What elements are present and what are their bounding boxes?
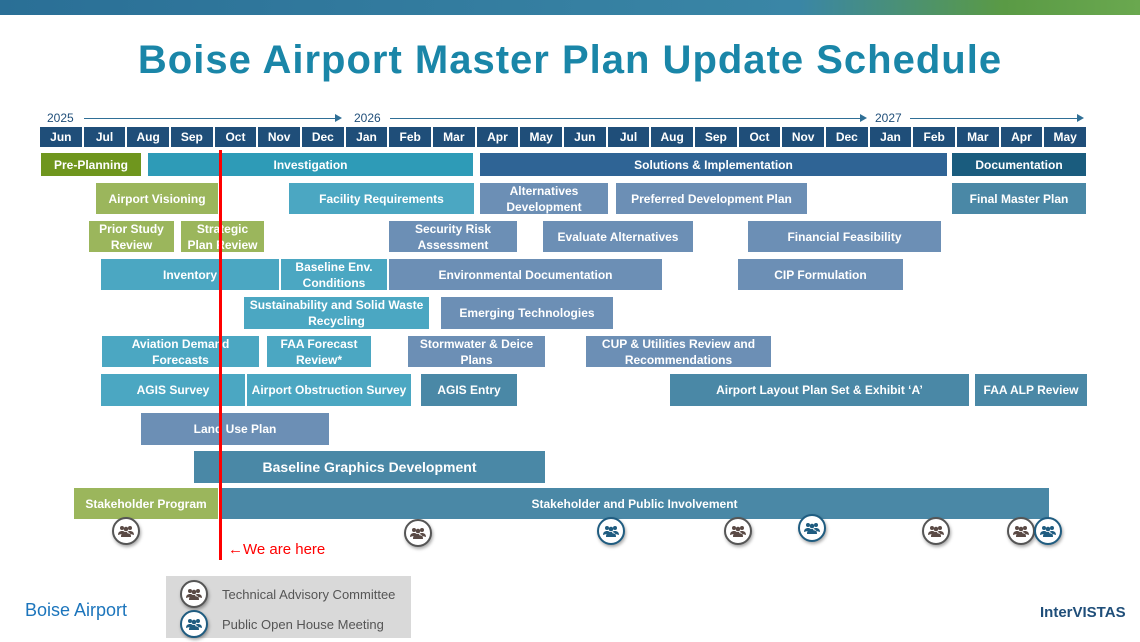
month-header: May xyxy=(1044,127,1088,147)
legend: Technical Advisory Committee Public Open… xyxy=(166,576,411,638)
legend-tac: Technical Advisory Committee xyxy=(222,586,396,602)
timeline-arrow xyxy=(390,114,867,122)
month-header: Aug xyxy=(127,127,171,147)
month-header: Dec xyxy=(826,127,870,147)
month-header: Sep xyxy=(171,127,215,147)
timeline-arrow xyxy=(910,114,1084,122)
intervistas-logo: InterVISTAS xyxy=(1040,604,1126,621)
task-bar: Airport Layout Plan Set & Exhibit ‘A’ xyxy=(669,373,970,407)
legend-public: Public Open House Meeting xyxy=(222,616,384,632)
month-header: Mar xyxy=(433,127,477,147)
task-bar: AGIS Survey xyxy=(100,373,246,407)
task-bar: Environmental Documentation xyxy=(388,258,663,291)
month-header: Dec xyxy=(302,127,346,147)
tac-meeting-icon xyxy=(922,517,950,545)
task-bar: Security Risk Assessment xyxy=(388,220,518,253)
task-bar: Facility Requirements xyxy=(288,182,475,215)
current-date-line xyxy=(219,150,222,560)
task-bar: Airport Visioning xyxy=(95,182,219,215)
month-header: Oct xyxy=(738,127,783,147)
task-bar: CUP & Utilities Review and Recommendatio… xyxy=(585,335,772,368)
public-meeting-icon xyxy=(1034,517,1062,545)
month-header: Apr xyxy=(476,127,521,147)
month-header: May xyxy=(520,127,564,147)
task-bar: Aviation Demand Forecasts xyxy=(101,335,260,368)
task-bar: Financial Feasibility xyxy=(747,220,942,253)
task-bar: Documentation xyxy=(951,152,1087,177)
boise-airport-logo: Boise Airport xyxy=(25,600,128,620)
top-banner xyxy=(0,0,1140,15)
month-header: Mar xyxy=(957,127,1001,147)
task-bar: FAA Forecast Review* xyxy=(266,335,372,368)
task-bar: Evaluate Alternatives xyxy=(542,220,694,253)
task-bar: Baseline Env. Conditions xyxy=(280,258,388,291)
month-header: Nov xyxy=(258,127,302,147)
task-bar: Emerging Technologies xyxy=(440,296,614,330)
task-bar: Final Master Plan xyxy=(951,182,1087,215)
public-meeting-icon xyxy=(597,517,625,545)
task-bar: Prior Study Review xyxy=(88,220,175,253)
task-bar: Stormwater & Deice Plans xyxy=(407,335,546,368)
task-bar: AGIS Entry xyxy=(420,373,518,407)
month-header: Aug xyxy=(651,127,695,147)
task-bar: FAA ALP Review xyxy=(974,373,1088,407)
task-bar: Preferred Development Plan xyxy=(615,182,808,215)
month-header: Feb xyxy=(389,127,433,147)
tac-meeting-icon xyxy=(180,580,208,608)
year-label: 2025 xyxy=(47,111,74,125)
we-are-here-label: ←We are here xyxy=(228,541,326,558)
public-meeting-icon xyxy=(180,610,208,638)
month-header: Apr xyxy=(1000,127,1045,147)
month-header: Sep xyxy=(695,127,739,147)
month-header: Jun xyxy=(564,127,608,147)
month-header: Jul xyxy=(83,127,128,147)
month-header: Jun xyxy=(40,127,84,147)
task-bar: Airport Obstruction Survey xyxy=(246,373,412,407)
tac-meeting-icon xyxy=(1007,517,1035,545)
task-bar: CIP Formulation xyxy=(737,258,904,291)
tac-meeting-icon xyxy=(724,517,752,545)
month-header: Jul xyxy=(607,127,652,147)
task-bar: Baseline Graphics Development xyxy=(193,450,546,484)
month-header: Oct xyxy=(214,127,259,147)
task-bar: Strategic Plan Review xyxy=(180,220,265,253)
task-bar: Solutions & Implementation xyxy=(479,152,948,177)
task-bar: Investigation xyxy=(147,152,474,177)
public-meeting-icon xyxy=(798,514,826,542)
task-bar: Pre-Planning xyxy=(40,152,142,177)
year-label: 2026 xyxy=(354,111,381,125)
month-header: Nov xyxy=(782,127,826,147)
task-bar: Alternatives Development xyxy=(479,182,609,215)
task-bar: Stakeholder and Public Involvement xyxy=(219,487,1050,520)
year-label: 2027 xyxy=(875,111,902,125)
page-title: Boise Airport Master Plan Update Schedul… xyxy=(137,38,1003,82)
task-bar: Land Use Plan xyxy=(140,412,330,446)
task-bar: Stakeholder Program xyxy=(73,487,219,520)
month-header: Jan xyxy=(345,127,390,147)
month-header: Feb xyxy=(913,127,957,147)
month-header: Jan xyxy=(869,127,914,147)
tac-meeting-icon xyxy=(404,519,432,547)
task-bar: Inventory xyxy=(100,258,280,291)
tac-meeting-icon xyxy=(112,517,140,545)
task-bar: Sustainability and Solid Waste Recycling xyxy=(243,296,430,330)
timeline-arrow xyxy=(84,114,342,122)
